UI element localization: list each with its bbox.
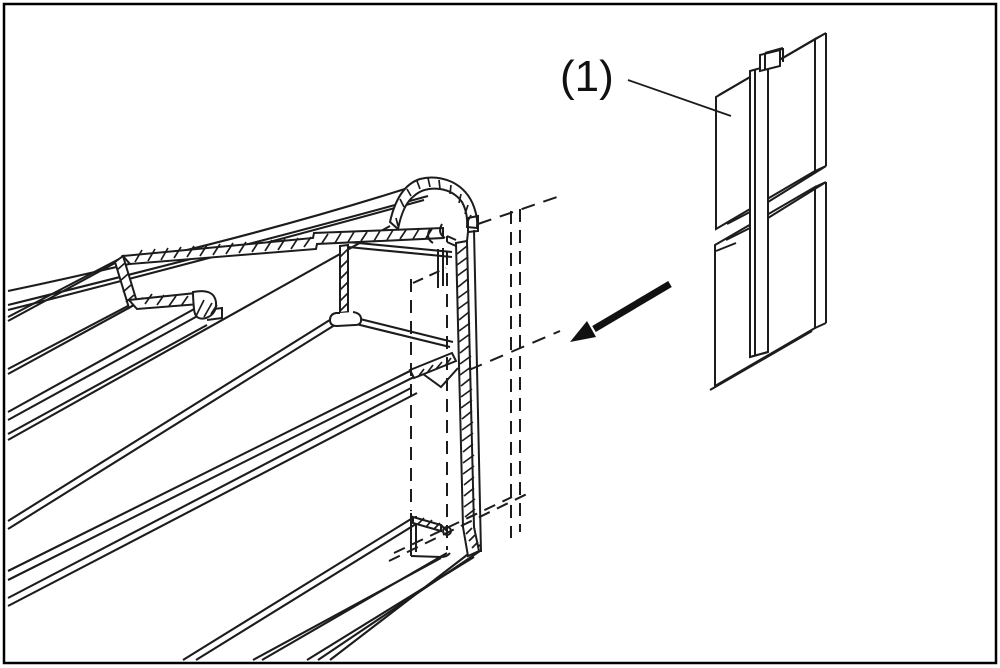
part-label: (1) bbox=[560, 52, 614, 101]
slot-inner-edges bbox=[437, 248, 444, 288]
rail-extrusion-lines bbox=[7, 178, 481, 661]
clip-lower-plate bbox=[709, 181, 827, 391]
clip-part-drawing bbox=[709, 32, 827, 391]
leader-line bbox=[627, 79, 732, 117]
middle-shelf-section bbox=[408, 351, 459, 389]
near-wall-section bbox=[454, 214, 482, 558]
middle-rib-section bbox=[328, 243, 363, 328]
left-cut-face-section bbox=[113, 254, 223, 321]
clip-top-tab bbox=[759, 47, 784, 73]
insertion-arrow bbox=[570, 280, 672, 342]
part-callout: (1) bbox=[560, 52, 732, 117]
clip-center-rib bbox=[749, 64, 769, 359]
phantom-dashed-lines bbox=[388, 195, 561, 562]
top-wall-section-band bbox=[120, 226, 444, 266]
